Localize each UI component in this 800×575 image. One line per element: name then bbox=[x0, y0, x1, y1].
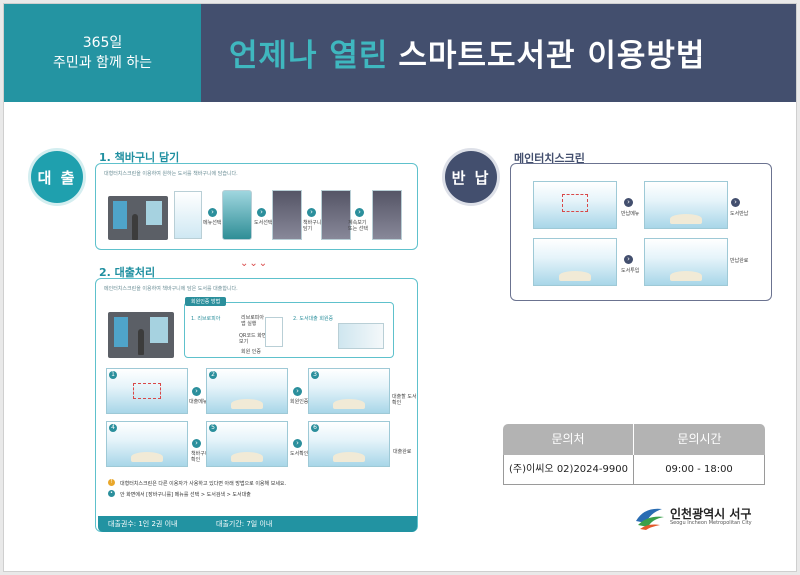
step1-title: 1. 책바구니 담기 bbox=[99, 151, 180, 164]
kiosk-image bbox=[108, 196, 168, 240]
return-screen-4 bbox=[644, 238, 728, 286]
label-loan-complete: 대출완료 bbox=[393, 449, 412, 455]
step2-note: 메인터치스크린을 이용하여 책바구니에 담은 도서를 대출합니다. bbox=[104, 286, 238, 292]
step-screen-3: 3 bbox=[308, 368, 390, 414]
loan-period: 대출기간: 7일 이내 bbox=[216, 520, 273, 528]
header-subtitle-line1: 365일 bbox=[82, 35, 123, 51]
label-loan-menu: 대출메뉴 bbox=[189, 399, 208, 405]
label-return-complete: 반납완료 bbox=[730, 258, 749, 264]
return-badge: 반 납 bbox=[445, 151, 497, 203]
step1-note: 대형터치스크린을 이용하여 원하는 도서를 책바구니에 담습니다. bbox=[104, 171, 238, 177]
member-card-image bbox=[338, 323, 384, 349]
label-member-auth: 회원인증 bbox=[290, 399, 309, 405]
arrow-icon: › bbox=[731, 198, 740, 207]
loan-badge: 대 출 bbox=[31, 151, 83, 203]
person-figure bbox=[138, 329, 144, 355]
qr-code-image bbox=[265, 317, 283, 347]
return-box: › 반납메뉴 › 도서반납 › 도서투입 반납완료 bbox=[510, 163, 772, 301]
return-screen-1 bbox=[533, 181, 617, 229]
arrow-icon: › bbox=[257, 208, 266, 217]
loan-footer-bar: 대출권수: 1인 2권 이내 대출기간: 7일 이내 bbox=[98, 516, 417, 532]
label-menu-select: 메뉴선택 bbox=[203, 220, 222, 226]
arrow-icon: › bbox=[192, 439, 201, 448]
return-screen-3 bbox=[533, 238, 617, 286]
book-list-screen bbox=[272, 190, 302, 240]
info-icon: ! bbox=[108, 479, 115, 486]
auth-flow: 회원 인증 bbox=[241, 349, 261, 355]
basket-screen bbox=[321, 190, 351, 240]
logo-name: 인천광역시 서구 bbox=[670, 507, 752, 521]
step-screen-1: 1 bbox=[106, 368, 188, 414]
member-auth-header: 회원인증 방법 bbox=[185, 297, 227, 306]
arrow-icon: › bbox=[624, 255, 633, 264]
step-screen-6: 6 bbox=[308, 421, 390, 467]
arrow-icon: › bbox=[307, 208, 316, 217]
step-icon: • bbox=[108, 490, 115, 497]
header-left-panel: 365일 주민과 함께 하는 bbox=[4, 4, 201, 102]
foot-note-1: 대형터치스크린은 다른 이용자가 사용하고 있다면 아래 방법으로 이용해 보세… bbox=[120, 481, 287, 487]
arrow-icon: › bbox=[293, 439, 302, 448]
label-return-menu: 반납메뉴 bbox=[621, 211, 640, 217]
step-screen-4: 4 bbox=[106, 421, 188, 467]
loan-limit: 대출권수: 1인 2권 이내 bbox=[108, 520, 178, 528]
menu-screen bbox=[222, 190, 252, 240]
person-figure bbox=[132, 214, 138, 240]
step2-title: 2. 대출처리 bbox=[99, 266, 156, 279]
label-book-select: 도서선택 bbox=[254, 220, 273, 226]
district-emblem-icon bbox=[636, 508, 664, 530]
arrow-icon: › bbox=[293, 387, 302, 396]
contact-value-left: (주)이씨오 02)2024-9900 bbox=[503, 455, 634, 485]
label-book-check: 도서확인 bbox=[290, 451, 309, 457]
logo-english: Seogu Incheon Metropolitan City bbox=[670, 520, 752, 526]
arrow-icon: › bbox=[192, 387, 201, 396]
title-accent: 언제나 열린 bbox=[229, 38, 389, 74]
arrow-icon: › bbox=[355, 208, 364, 217]
contact-head-right: 문의시간 bbox=[634, 424, 765, 455]
confirm-screen bbox=[372, 190, 402, 240]
title-main: 스마트도서관 이용방법 bbox=[398, 38, 706, 74]
member-method-1: 1. 리브로피아 bbox=[191, 316, 221, 322]
contact-value-right: 09:00 - 18:00 bbox=[633, 455, 765, 485]
header-subtitle-line2: 주민과 함께 하는 bbox=[52, 55, 153, 71]
label-book-insert: 도서투입 bbox=[621, 268, 640, 274]
return-title: 메인터치스크린 bbox=[514, 152, 585, 165]
chevron-down-icon: ⌄⌄⌄ bbox=[240, 258, 269, 269]
step-screen-2: 2 bbox=[206, 368, 288, 414]
foot-note-2: 안 화면에서 [장바구니를] 메뉴를 선택 > 도서검색 > 도서대출 bbox=[120, 492, 251, 498]
member-method-2: 2. 도서대출 회원증 bbox=[293, 316, 334, 322]
arrow-icon: › bbox=[208, 208, 217, 217]
catalog-screen bbox=[174, 191, 202, 239]
step1-box: 대형터치스크린을 이용하여 원하는 도서를 책바구니에 담습니다. › 메뉴선택… bbox=[95, 163, 418, 250]
step-screen-5: 5 bbox=[206, 421, 288, 467]
return-screen-2 bbox=[644, 181, 728, 229]
arrow-icon: › bbox=[624, 198, 633, 207]
district-logo: 인천광역시 서구 Seogu Incheon Metropolitan City bbox=[634, 503, 774, 533]
contact-table: 문의처 문의시간 (주)이씨오 02)2024-9900 09:00 - 18:… bbox=[503, 424, 765, 485]
label-book-return: 도서반납 bbox=[730, 211, 749, 217]
contact-head-left: 문의처 bbox=[503, 424, 633, 455]
